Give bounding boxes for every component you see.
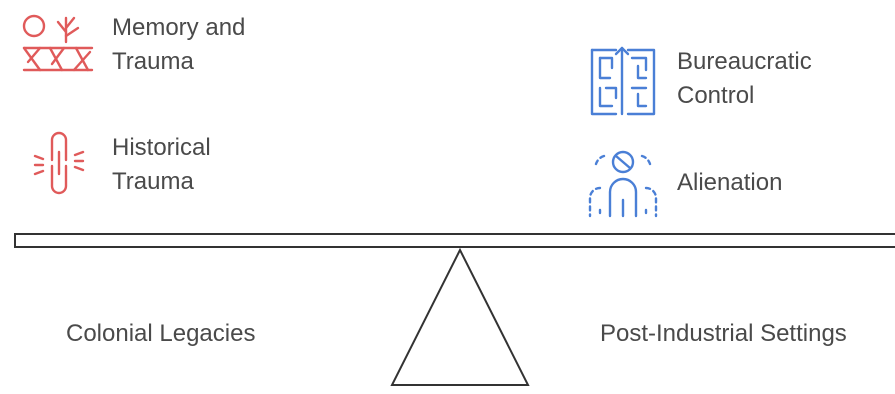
- memory-and-trauma-label: Memory and Trauma: [112, 11, 245, 79]
- memory-roots-icon: [22, 12, 94, 74]
- colonial-legacies-label: Colonial Legacies: [66, 320, 256, 347]
- alienation-line1: Alienation: [677, 169, 783, 196]
- memory-and-trauma-line1: Memory and: [112, 14, 246, 41]
- chain-link-icon: [32, 130, 86, 196]
- bureaucratic-control-label: Bureaucratic Control: [677, 45, 812, 113]
- isolated-person-icon: [586, 148, 660, 220]
- balance-beam: [14, 233, 895, 248]
- memory-and-trauma-line2: Trauma: [112, 48, 194, 75]
- fulcrum-triangle: [386, 247, 534, 394]
- bureaucratic-control-line2: Control: [677, 82, 755, 109]
- historical-trauma-line2: Trauma: [112, 168, 194, 195]
- alienation-label: Alienation: [677, 166, 782, 200]
- maze-icon: [588, 44, 658, 116]
- post-industrial-settings-label: Post-Industrial Settings: [600, 320, 847, 347]
- historical-trauma-label: Historical Trauma: [112, 131, 211, 199]
- bureaucratic-control-line1: Bureaucratic: [677, 48, 812, 75]
- historical-trauma-line1: Historical: [112, 134, 211, 161]
